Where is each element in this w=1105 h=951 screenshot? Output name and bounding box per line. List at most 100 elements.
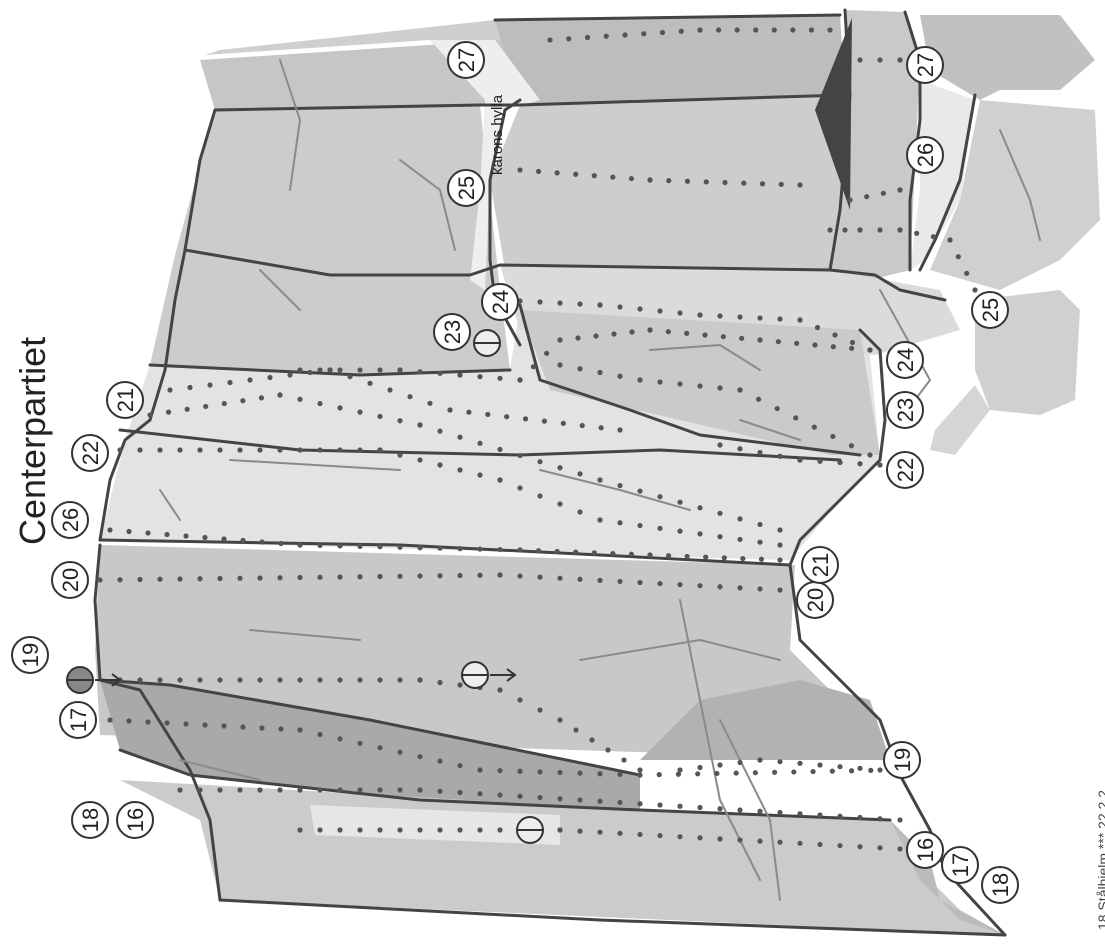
route-dot — [757, 757, 763, 763]
route-dot — [517, 485, 523, 491]
route-dot — [593, 333, 599, 339]
route-dot — [737, 837, 743, 843]
rock-face-top-right — [495, 15, 845, 105]
route-dot — [684, 553, 690, 560]
route-dot — [557, 362, 563, 368]
svg-text:25: 25 — [454, 176, 479, 200]
route-dot — [126, 528, 132, 535]
route-dot — [703, 179, 709, 185]
route-dot — [183, 533, 189, 539]
route-dot — [955, 254, 961, 260]
route-label: 21 — [106, 381, 144, 419]
route-dot — [417, 422, 423, 428]
route-dot — [317, 400, 323, 407]
anchor-icon — [461, 661, 517, 689]
route-dot — [477, 827, 483, 833]
route-dot — [327, 367, 333, 373]
route-dot — [848, 443, 855, 449]
edge-band-3 — [148, 363, 512, 377]
route-label: 23 — [433, 313, 471, 351]
ledge-label: karons hylla — [489, 94, 506, 175]
route-dot — [677, 803, 683, 809]
route-dot — [797, 317, 803, 323]
svg-text:27: 27 — [454, 48, 479, 72]
route-dot — [797, 760, 803, 766]
route-dot — [757, 539, 763, 545]
route-dot — [677, 310, 683, 316]
rock-face-upper-left — [150, 105, 510, 375]
crack — [249, 629, 361, 641]
route-dot — [597, 477, 603, 483]
edge-right-tower — [828, 8, 852, 272]
route-dot — [849, 339, 856, 346]
route-dot — [537, 574, 543, 580]
route-dot — [337, 405, 343, 411]
route-dot — [597, 302, 603, 308]
route-dot — [277, 575, 283, 581]
route-dot — [557, 465, 563, 471]
route-dot — [397, 544, 403, 550]
route-dot — [808, 27, 815, 33]
route-dot — [647, 177, 653, 183]
route-dot — [477, 791, 483, 797]
route-dot — [259, 539, 265, 545]
route-dot — [737, 759, 743, 766]
route-dot — [407, 394, 413, 400]
route-dot — [864, 194, 870, 200]
route-dot — [417, 754, 423, 760]
route-dot — [145, 530, 151, 536]
route-dot — [777, 839, 783, 845]
route-dot — [703, 554, 709, 560]
edge-lower — [638, 808, 892, 822]
route-dot — [591, 550, 597, 556]
route-dot — [617, 830, 623, 836]
route-dot — [684, 330, 690, 336]
route-dot — [677, 499, 683, 505]
crack — [399, 159, 456, 251]
route-dot — [187, 384, 193, 391]
route-dot — [207, 382, 213, 388]
crack — [719, 719, 781, 901]
route-dot — [337, 447, 343, 453]
route-lines — [97, 27, 978, 853]
route-dot — [297, 727, 303, 733]
route-dot — [437, 827, 443, 833]
route-dot — [697, 835, 703, 841]
route-dot — [307, 369, 313, 376]
route-dot — [537, 769, 543, 775]
route-dot — [203, 403, 209, 410]
svg-text:24: 24 — [893, 348, 918, 372]
route-dot — [497, 446, 503, 453]
route-dot — [573, 549, 579, 555]
svg-text:20: 20 — [803, 588, 828, 612]
route-dot — [877, 462, 883, 468]
route-dot — [277, 447, 283, 453]
route-dot — [259, 725, 265, 731]
route-dot — [628, 175, 635, 182]
route-dot — [812, 342, 818, 348]
route-dot — [757, 521, 763, 528]
route-dot — [297, 574, 303, 581]
route-dot — [177, 576, 183, 582]
route-dot — [297, 447, 303, 453]
route-dot — [317, 447, 323, 453]
route-dot — [930, 234, 936, 240]
route-dot — [577, 471, 583, 477]
route-dot — [697, 312, 703, 318]
route-dot — [457, 827, 463, 833]
route-dot — [197, 576, 203, 582]
route-dot — [657, 308, 663, 314]
route-dot — [810, 768, 816, 775]
route-dot — [589, 737, 595, 743]
route-dot — [677, 834, 683, 840]
svg-text:21: 21 — [113, 388, 138, 412]
route-dot — [629, 329, 635, 335]
route-dot — [337, 787, 343, 793]
edge-right-4 — [858, 328, 887, 462]
edge-right-3 — [828, 268, 947, 302]
route-label: 24 — [886, 341, 924, 379]
route-dot — [880, 190, 886, 196]
route-dot — [722, 179, 728, 186]
svg-text:19: 19 — [18, 643, 43, 667]
route-label: 17 — [941, 846, 979, 884]
